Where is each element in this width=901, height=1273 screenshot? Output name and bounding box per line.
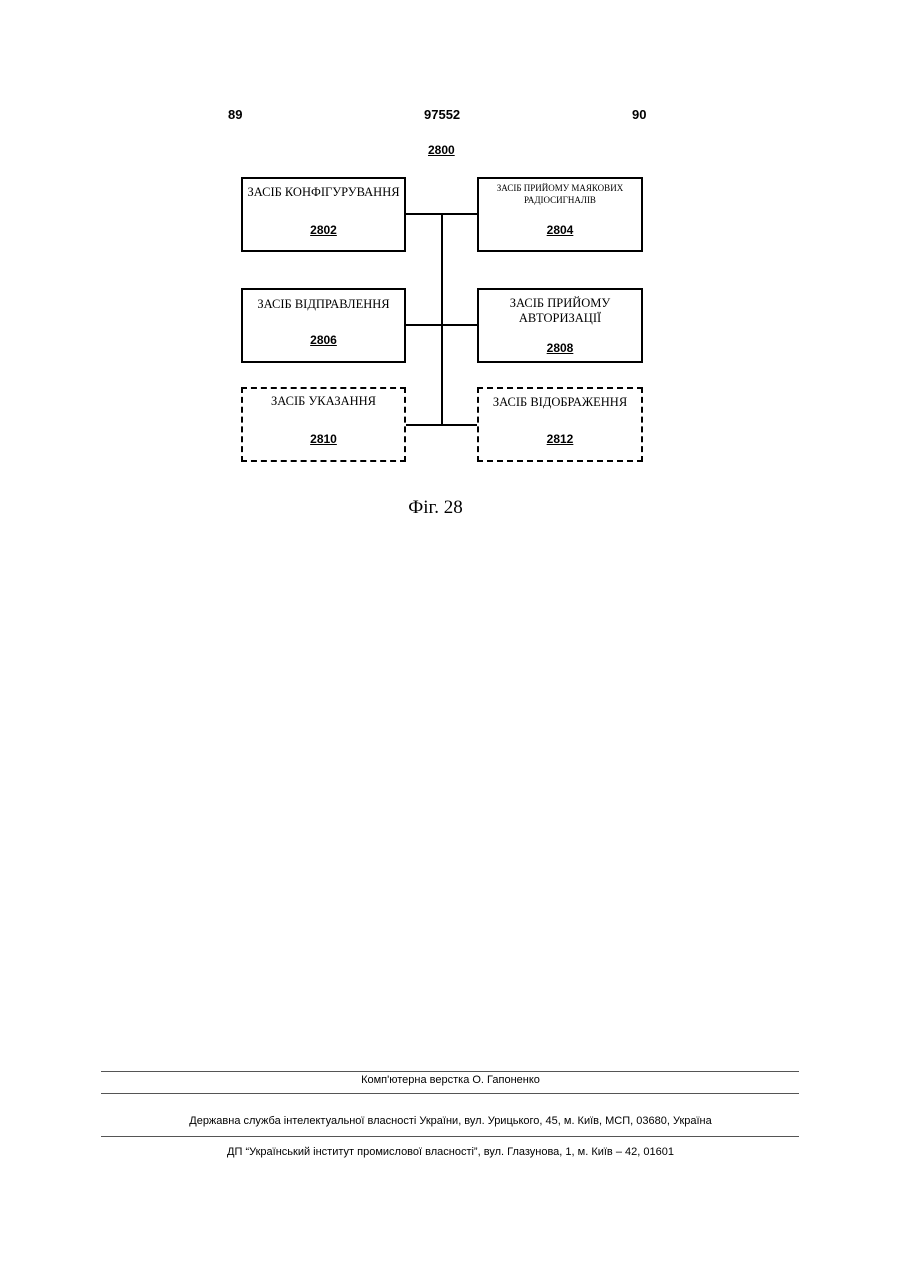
figure-caption: Фіг. 28 xyxy=(0,497,871,519)
footer-divider xyxy=(101,1136,799,1137)
indication-means-box: ЗАСІБ УКАЗАННЯ 2810 xyxy=(241,387,406,462)
box-number: 2806 xyxy=(243,333,404,347)
box-number: 2804 xyxy=(479,223,641,237)
beacon-receive-means-box: ЗАСІБ ПРИЙОМУ МАЯКОВИХ РАДІОСИГНАЛІВ 280… xyxy=(477,177,643,252)
display-means-box: ЗАСІБ ВІДОБРАЖЕННЯ 2812 xyxy=(477,387,643,462)
office-address: Державна служба інтелектуальної власност… xyxy=(0,1115,901,1127)
box-number: 2802 xyxy=(243,223,404,237)
box-title: ЗАСІБ ПРИЙОМУ МАЯКОВИХ РАДІОСИГНАЛІВ xyxy=(479,182,641,206)
box-title: ЗАСІБ КОНФІГУРУВАННЯ xyxy=(243,185,404,200)
institute-address: ДП “Український інститут промислової вла… xyxy=(0,1146,901,1158)
box-number: 2808 xyxy=(479,341,641,355)
config-means-box: ЗАСІБ КОНФІГУРУВАННЯ 2802 xyxy=(241,177,406,252)
layout-credit: Комп'ютерна верстка О. Гапоненко xyxy=(0,1074,901,1086)
box-title: ЗАСІБ ВІДПРАВЛЕННЯ xyxy=(243,297,404,312)
footer-divider xyxy=(101,1093,799,1094)
authorization-receive-means-box: ЗАСІБ ПРИЙОМУ АВТОРИЗАЦІЇ 2808 xyxy=(477,288,643,363)
box-title: ЗАСІБ ПРИЙОМУ АВТОРИЗАЦІЇ xyxy=(479,296,641,326)
footer-divider xyxy=(101,1071,799,1072)
box-number: 2812 xyxy=(479,432,641,446)
box-title: ЗАСІБ УКАЗАННЯ xyxy=(243,394,404,409)
box-number: 2810 xyxy=(243,432,404,446)
box-title: ЗАСІБ ВІДОБРАЖЕННЯ xyxy=(479,395,641,410)
send-means-box: ЗАСІБ ВІДПРАВЛЕННЯ 2806 xyxy=(241,288,406,363)
